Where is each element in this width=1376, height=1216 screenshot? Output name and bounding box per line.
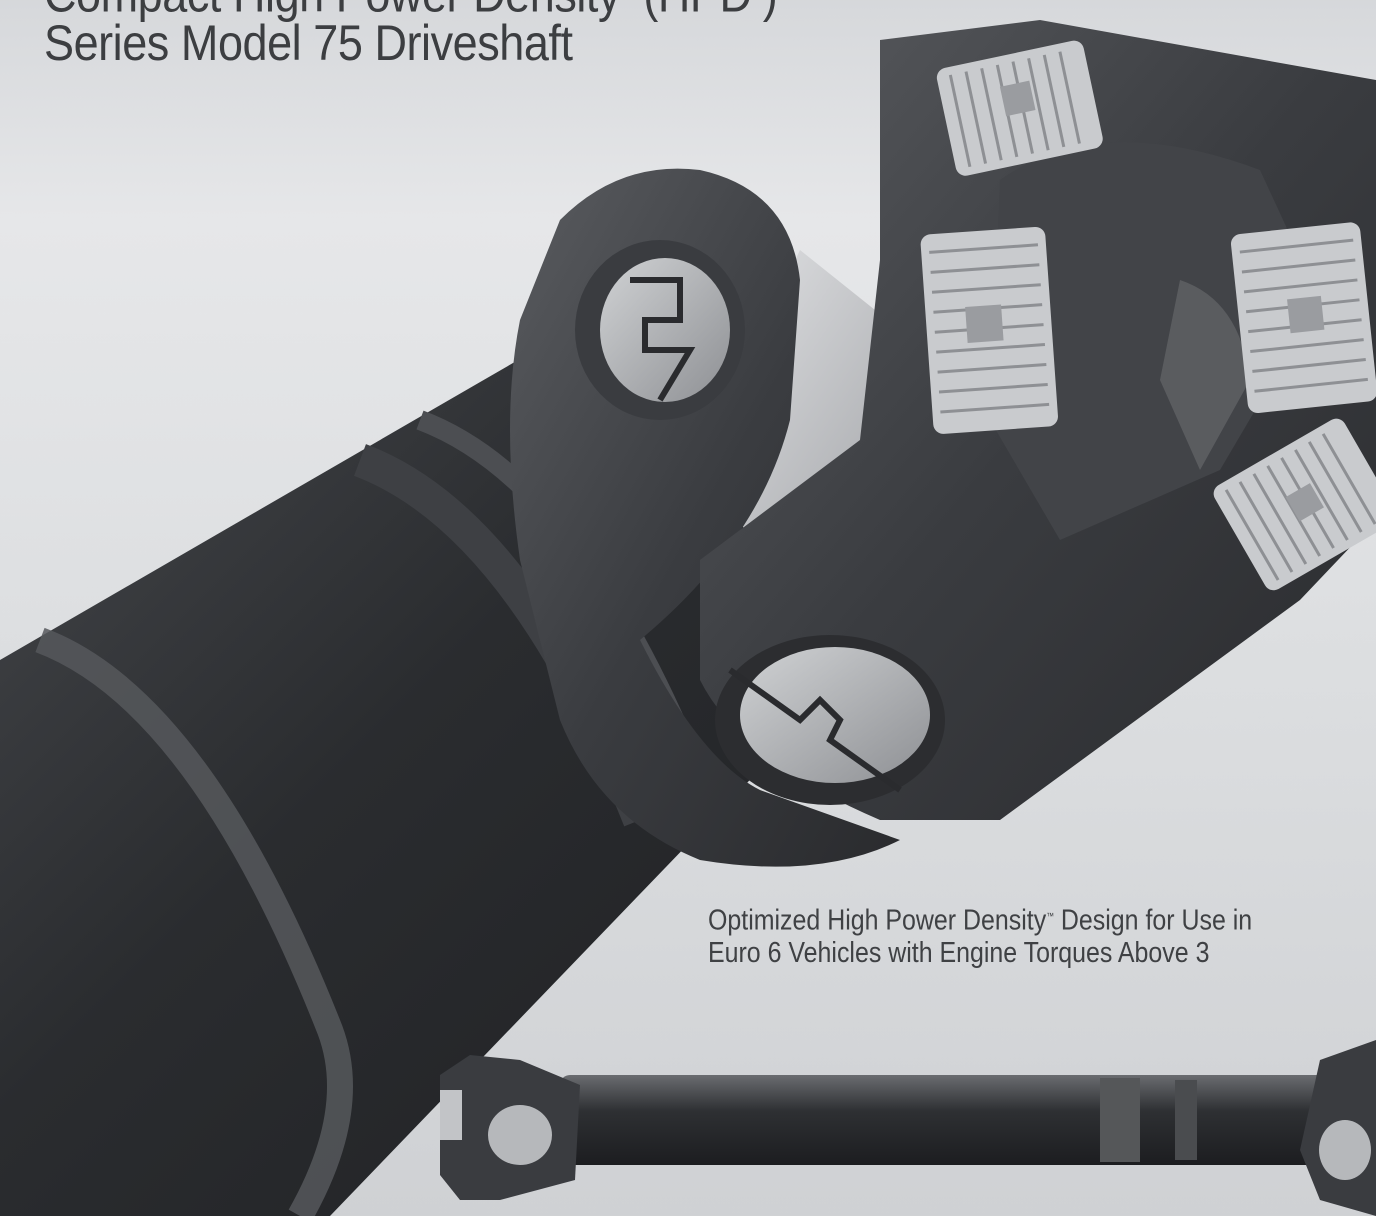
flange-teeth-top	[936, 40, 1103, 176]
title-line-1-text: Compact High Power Density	[44, 0, 620, 23]
thumb-left-cap	[488, 1105, 552, 1165]
tagline-line-1: Optimized High Power Density™ Design for…	[708, 900, 1376, 937]
title-line-1-suffix: (HPD	[631, 0, 752, 23]
page-title: Compact High Power Density™ (HPD™) Serie…	[44, 0, 944, 71]
tagline-line-1-suffix: Design for Use in	[1053, 904, 1253, 937]
thumb-slip-joint	[1100, 1078, 1140, 1162]
flange-teeth-left	[920, 226, 1058, 434]
upper-bearing-cap	[600, 258, 730, 402]
upper-snap-ring	[630, 277, 696, 402]
tagline-trademark-mark: ™	[1046, 911, 1054, 921]
title-line-1: Compact High Power Density™ (HPD™)	[44, 0, 944, 20]
thumb-right-cap	[1319, 1120, 1371, 1180]
flange-highlight	[1160, 280, 1250, 470]
title-line-1-end: )	[763, 0, 778, 23]
tube-ring-1	[35, 627, 353, 1216]
flange-teeth-bottom	[1213, 418, 1376, 591]
thumb-ring	[1175, 1080, 1197, 1160]
title-line-2: Series Model 75 Driveshaft	[44, 14, 573, 71]
tagline-line-1-text: Optimized High Power Density	[708, 904, 1047, 937]
thumb-left-teeth	[440, 1090, 462, 1140]
flange-teeth-right	[1230, 222, 1376, 414]
tagline: Optimized High Power Density™ Design for…	[708, 900, 1376, 969]
tagline-line-2: Euro 6 Vehicles with Engine Torques Abov…	[708, 936, 1210, 969]
thumb-tube	[560, 1075, 1350, 1165]
lower-snap-ring	[728, 667, 902, 793]
